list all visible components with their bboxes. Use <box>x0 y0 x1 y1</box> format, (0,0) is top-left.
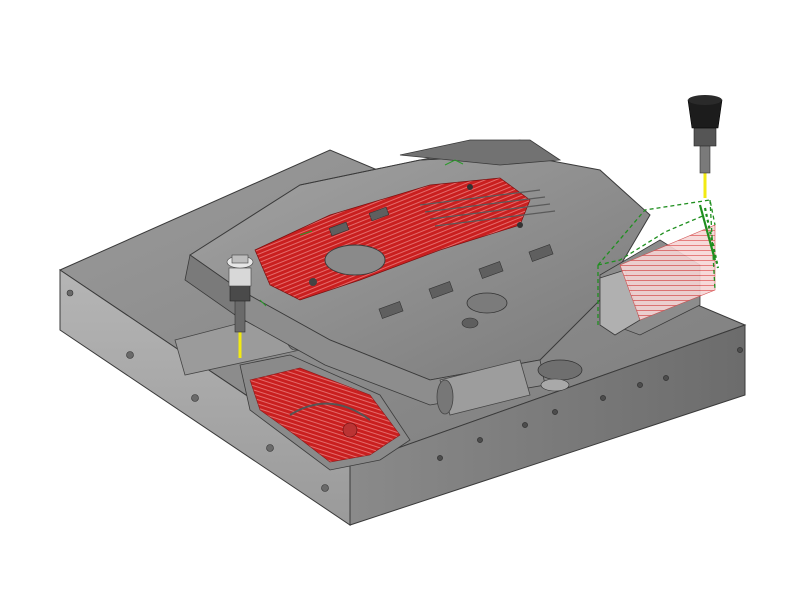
block-side-face <box>349 324 746 526</box>
end-mill-icon <box>687 95 723 198</box>
lower-cavity <box>239 354 411 471</box>
bolt-holes-left <box>66 289 329 492</box>
toolpath-region-right <box>619 224 716 321</box>
right-cavity <box>597 199 720 336</box>
core-body <box>184 139 651 416</box>
toolpath-green-marks <box>259 159 464 307</box>
toolpath-region-lower <box>249 367 401 463</box>
ball-end-cutter-icon <box>226 254 254 358</box>
bolt-holes-right <box>437 347 743 461</box>
